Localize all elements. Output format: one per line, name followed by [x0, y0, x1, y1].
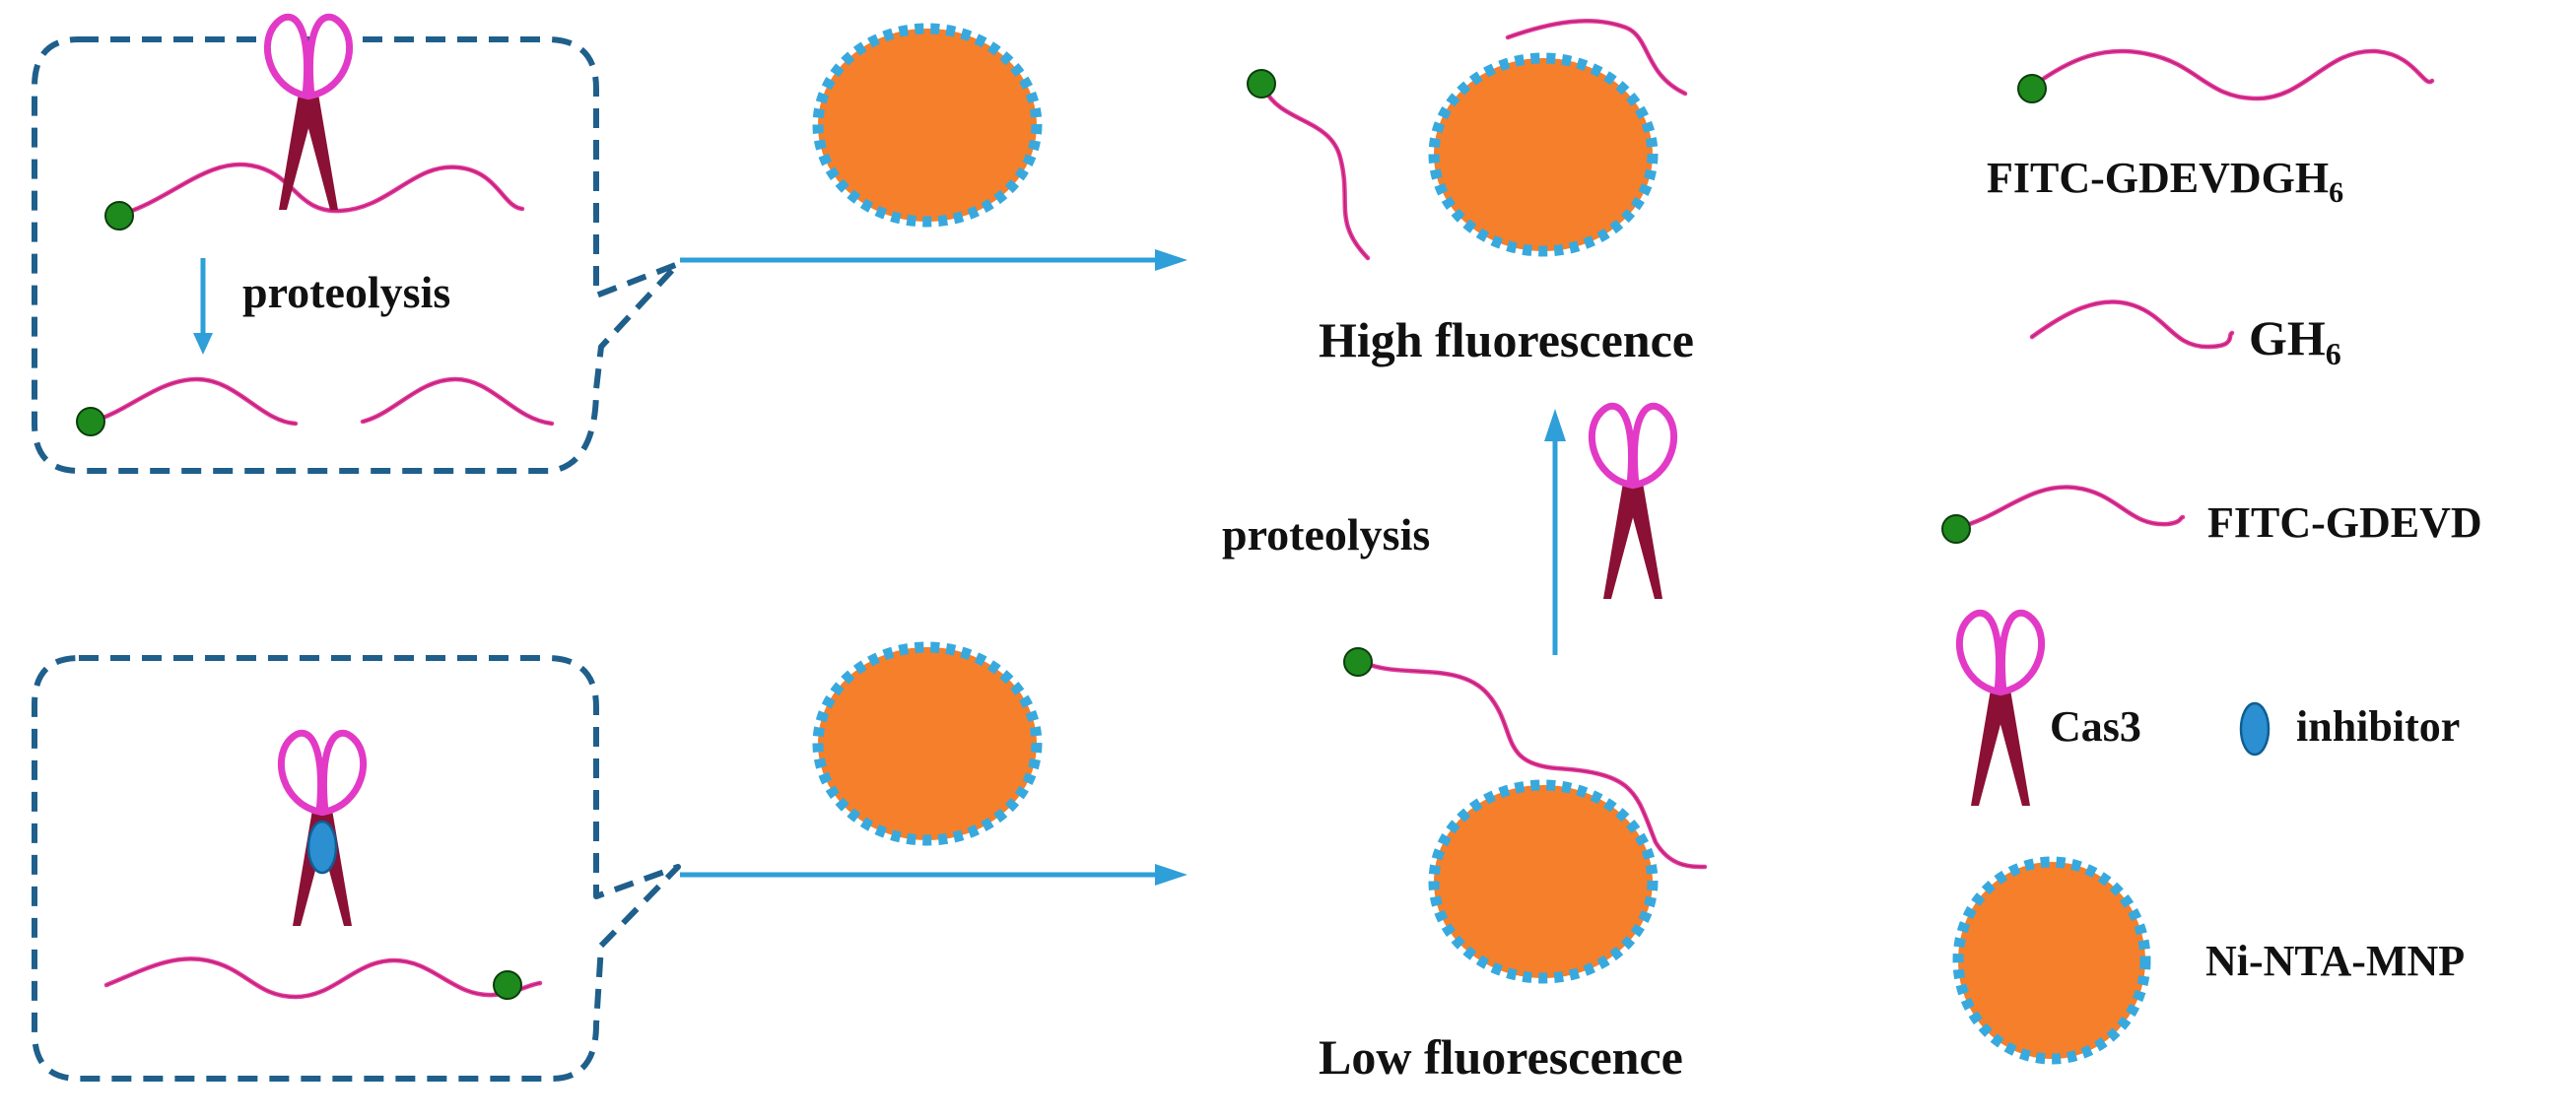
released-fitc-fragment [1247, 69, 1371, 261]
legend-peptide-icon [2017, 48, 2435, 103]
proteolysis-label-mid: proteolysis [1222, 509, 1430, 560]
fitc-dye-icon [1941, 514, 1971, 544]
fitc-dye-icon [1343, 647, 1373, 677]
nanoparticle-bottom [812, 641, 1043, 846]
svg-text:FITC-GDEVDGH6: FITC-GDEVDGH6 [1987, 154, 2343, 209]
fitc-dye-icon [2017, 74, 2047, 103]
inhibitor-icon [306, 820, 338, 875]
svg-text:GH6: GH6 [2249, 310, 2341, 371]
legend-fitc-gdevdgh6-label: FITC-GDEVDGH [1987, 154, 2329, 202]
legend-gh6: GH6 [2029, 299, 2341, 371]
legend-cas3-label: Cas3 [2050, 702, 2141, 751]
cleaved-fragment-gh6 [360, 376, 555, 427]
proteolysis-arrow-box [193, 258, 213, 355]
legend-nanoparticle-icon [1952, 856, 2151, 1065]
callout-box-inhibited [32, 655, 681, 1082]
legend-fitc-gdevd-label: FITC-GDEVD [2207, 498, 2482, 547]
fitc-dye-icon [1247, 69, 1276, 99]
legend-fitc-gdevd: FITC-GDEVD [1941, 485, 2482, 547]
reaction-arrow-top [680, 249, 1187, 271]
caspase3-scissors-icon-mid [1592, 406, 1673, 599]
legend-fitc-gdevd-peptide-icon [1941, 485, 2186, 544]
legend-gh6-peptide-icon [2029, 299, 2235, 350]
legend-inhibitor: inhibitor [2239, 701, 2460, 757]
high-fluorescence-label: High fluorescence [1319, 312, 1694, 367]
legend-mnp-label: Ni-NTA-MNP [2205, 937, 2465, 985]
legend-gh6-subscript: 6 [2326, 336, 2341, 371]
caspase3-scissors-icon [267, 17, 349, 210]
bound-intact-substrate [1343, 647, 1708, 870]
proteolysis-arrow-vertical [1544, 409, 1566, 655]
proteolysis-label-box: proteolysis [242, 267, 450, 317]
intact-substrate-peptide [104, 162, 525, 231]
legend-fitc-gdevdgh6: FITC-GDEVDGH6 [1987, 48, 2435, 209]
legend-fitc-gdevdgh6-subscript: 6 [2329, 176, 2343, 209]
reaction-arrow-bottom [680, 864, 1187, 886]
intact-substrate-inhibited [103, 956, 543, 1000]
legend-inhibitor-label: inhibitor [2296, 702, 2460, 751]
legend-cas3: Cas3 [1959, 613, 2141, 806]
low-fluorescence-label: Low fluorescence [1319, 1029, 1683, 1085]
nanoparticle-high [1428, 52, 1659, 257]
legend-inhibitor-icon [2239, 701, 2271, 757]
legend-gh6-label: GH [2249, 310, 2326, 365]
fitc-dye-icon [104, 201, 134, 231]
fitc-dye-icon [493, 970, 522, 1000]
cleaved-fragment-fitc [76, 376, 299, 436]
bound-gh6-fragment [1505, 19, 1688, 97]
callout-box-active [32, 36, 681, 474]
legend-scissors-icon [1959, 613, 2041, 806]
nanoparticle-top [812, 23, 1043, 228]
fitc-dye-icon [76, 407, 105, 436]
nanoparticle-low [1428, 779, 1659, 984]
legend-mnp: Ni-NTA-MNP [1952, 856, 2465, 1065]
